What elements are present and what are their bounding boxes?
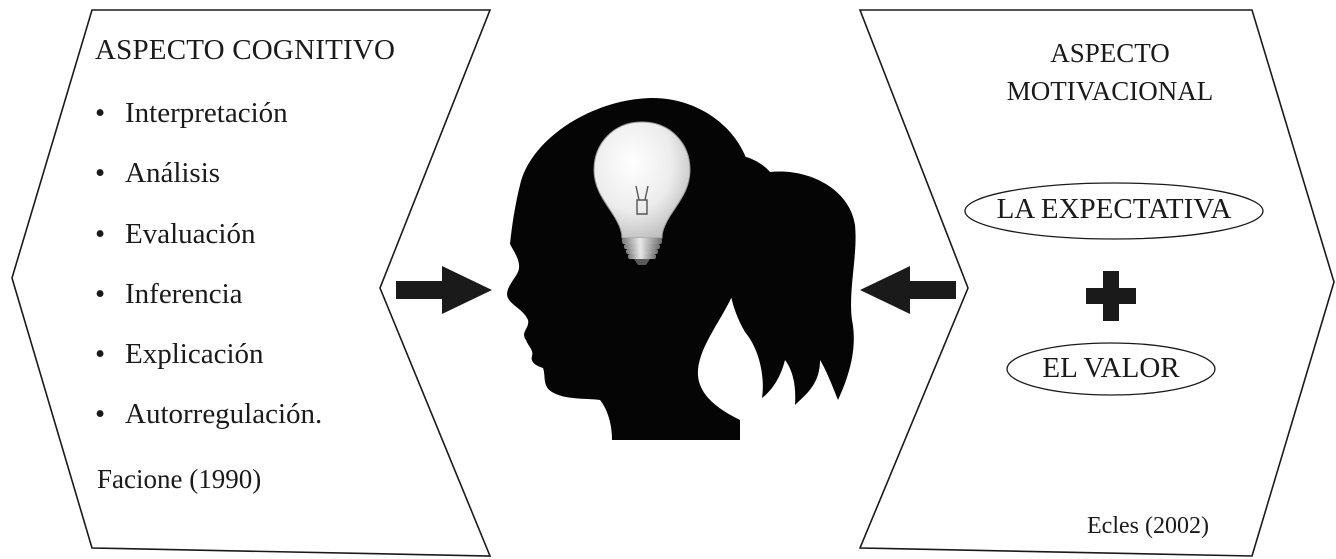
skill-label: Evaluación <box>125 218 255 250</box>
bullet-icon: • <box>95 155 125 191</box>
list-item: •Interpretación <box>95 95 322 155</box>
bullet-icon: • <box>95 216 125 252</box>
expectativa-label: LA EXPECTATIVA <box>965 193 1263 226</box>
skill-label: Análisis <box>125 157 220 189</box>
arrow-left-icon <box>860 266 956 314</box>
list-item: •Explicación <box>95 336 322 396</box>
bullet-icon: • <box>95 396 125 432</box>
bullet-icon: • <box>95 276 125 312</box>
motivational-citation: Ecles (2002) <box>1087 513 1209 540</box>
cognitive-citation: Facione (1990) <box>97 464 261 495</box>
list-item: •Autorregulación. <box>95 396 322 456</box>
motivational-title: ASPECTO MOTIVACIONAL <box>985 34 1235 110</box>
skill-label: Autorregulación. <box>125 398 322 430</box>
list-item: •Análisis <box>95 155 322 215</box>
arrow-right-icon <box>396 266 492 314</box>
valor-label: EL VALOR <box>1007 352 1215 385</box>
bullet-icon: • <box>95 336 125 372</box>
cognitive-title: ASPECTO COGNITIVO <box>95 34 395 67</box>
skill-label: Explicación <box>125 338 264 370</box>
cognitive-skill-list: •Interpretación •Análisis •Evaluación •I… <box>95 95 322 457</box>
skill-label: Inferencia <box>125 278 243 310</box>
skill-label: Interpretación <box>125 97 288 129</box>
list-item: •Inferencia <box>95 276 322 336</box>
list-item: •Evaluación <box>95 216 322 276</box>
bullet-icon: • <box>95 95 125 131</box>
